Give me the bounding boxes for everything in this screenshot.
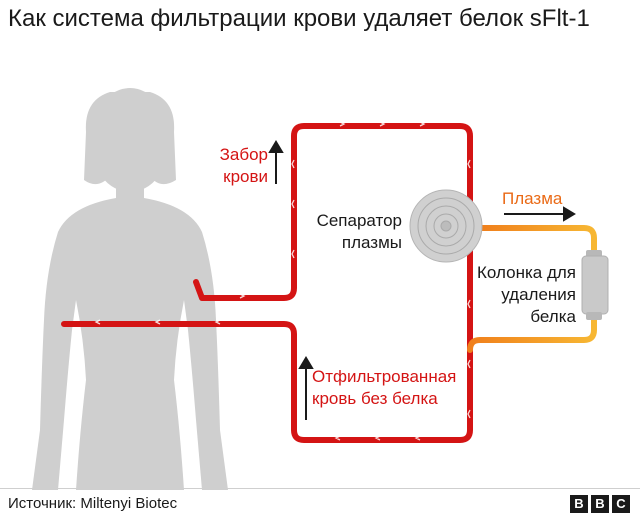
filtered-blood-label-line2: кровь без белка [312,389,438,408]
source-credit: Источник: Miltenyi Biotec [8,495,178,512]
flow-chevrons [94,121,471,441]
separator-disc-icon [409,189,483,263]
bbc-logo-letter: B [570,495,588,513]
bbc-logo-letter: C [612,495,630,513]
plasma-in-tube [467,315,597,353]
outflow-tube [193,123,473,301]
blood-draw-label-line1: Забор [219,145,268,164]
bbc-logo-letter: B [591,495,609,513]
arrow-right-icon [504,206,576,222]
bbc-logo: B B C [570,495,630,513]
plasma-label: Плазма [502,189,563,208]
blood-tubing [61,123,473,443]
plasma-separator-label-line2: плазмы [341,233,402,252]
arrow-up-icon [298,356,314,420]
plasma-tubing [467,225,597,353]
column-cartridge-icon [581,250,609,320]
column-label: Колонка для удаления белка [466,262,576,328]
blood-draw-label-line2: крови [223,167,268,186]
return-tube [61,237,473,443]
plasma-separator-label-line1: Сепаратор [316,211,402,230]
filtered-blood-label: Отфильтрованная кровь без белка [312,366,456,410]
blood-draw-label: Забор крови [196,144,268,188]
column-label-line2: удаления [501,285,576,304]
human-silhouette-icon [32,88,228,490]
page-title: Как система фильтрации крови удаляет бел… [8,5,590,32]
filtered-blood-label-line1: Отфильтрованная [312,367,457,386]
plasma-out-tube [477,225,597,255]
column-label-line3: белка [530,307,576,326]
arrow-up-icon [268,140,284,184]
column-label-line1: Колонка для [477,263,576,282]
footer-divider [0,488,640,489]
plasma-separator-label: Сепаратор плазмы [296,210,402,254]
